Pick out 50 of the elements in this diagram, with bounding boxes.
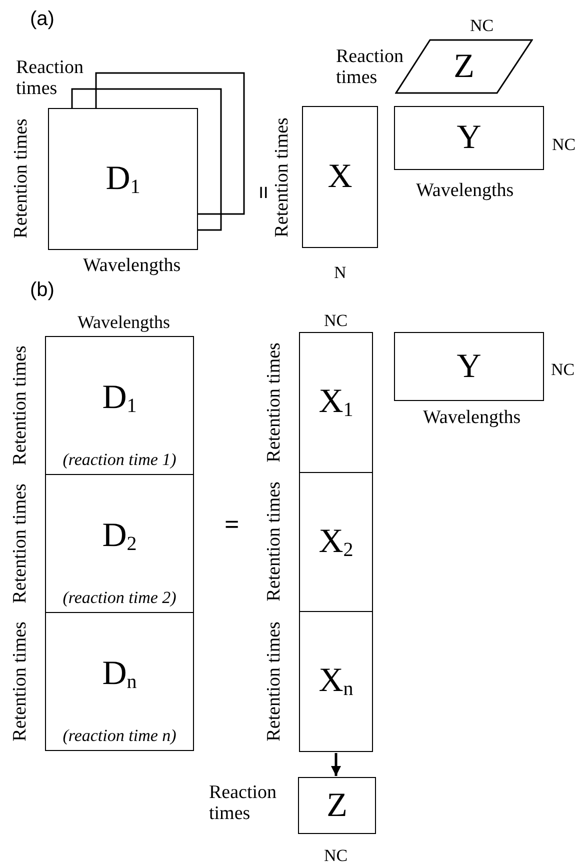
axis-label: Retention times (264, 481, 286, 601)
axis-label: NC (324, 312, 348, 330)
matrix-box (394, 106, 544, 170)
axis-label: NC (470, 16, 494, 36)
matrix-symbol: Y (456, 350, 482, 384)
reaction-time-note: (reaction time n) (62, 726, 178, 746)
matrix-symbol: D$_{1}$ (106, 162, 140, 196)
axis-label: Retention times (10, 345, 32, 465)
axis-label: Wavelengths (78, 313, 170, 333)
axis-label: Reaction times (336, 47, 405, 89)
matrix-symbol: D$_{2}$ (102, 519, 137, 554)
axis-label: Wavelengths (423, 408, 521, 428)
axis-label: Retention times (10, 621, 32, 741)
axis-label: Wavelengths (416, 180, 514, 202)
matrix-box (394, 332, 544, 401)
axis-label: Reaction times (16, 58, 85, 100)
matrix-symbol: Z (454, 50, 474, 84)
panel-label: (a) (30, 8, 54, 31)
matrix-symbol: X$_{1}$ (318, 385, 354, 420)
axis-label: Retention times (264, 621, 286, 741)
matrix-box (45, 336, 194, 475)
axis-label: Wavelengths (83, 256, 181, 276)
arrow (331, 753, 341, 776)
axis-label: Reaction times (209, 783, 278, 825)
matrix-symbol: X$_{2}$ (318, 524, 354, 560)
panel-label: (b) (30, 279, 54, 302)
axis-label: Retention times (11, 118, 32, 238)
matrix-box (48, 108, 198, 250)
matrix-box (298, 777, 376, 834)
reaction-time-note: (reaction time 1) (62, 450, 178, 470)
axis-label: Retention times (10, 483, 32, 603)
axis-label: Retention times (264, 342, 286, 462)
matrix-symbol: D$_{1}$ (102, 381, 137, 416)
matrix-box (302, 106, 378, 248)
matrix-box (299, 332, 373, 473)
axis-label: NC (324, 846, 348, 864)
equals-sign: = (224, 510, 240, 540)
matrix-symbol: Y (456, 121, 482, 155)
matrix-box (45, 612, 194, 751)
matrix-symbol: D$_{n}$ (102, 657, 137, 692)
reaction-time-note: (reaction time 2) (62, 588, 178, 608)
matrix-box (45, 474, 194, 613)
matrix-box (299, 611, 373, 752)
matrix-box (299, 472, 373, 612)
axis-label: NC (551, 360, 575, 380)
matrix-symbol: Z (326, 788, 348, 822)
axis-label: N (334, 264, 346, 282)
matrix-symbol: X (328, 160, 352, 194)
axis-label: NC (552, 136, 576, 154)
matrix-symbol: X$_{n}$ (318, 664, 354, 699)
